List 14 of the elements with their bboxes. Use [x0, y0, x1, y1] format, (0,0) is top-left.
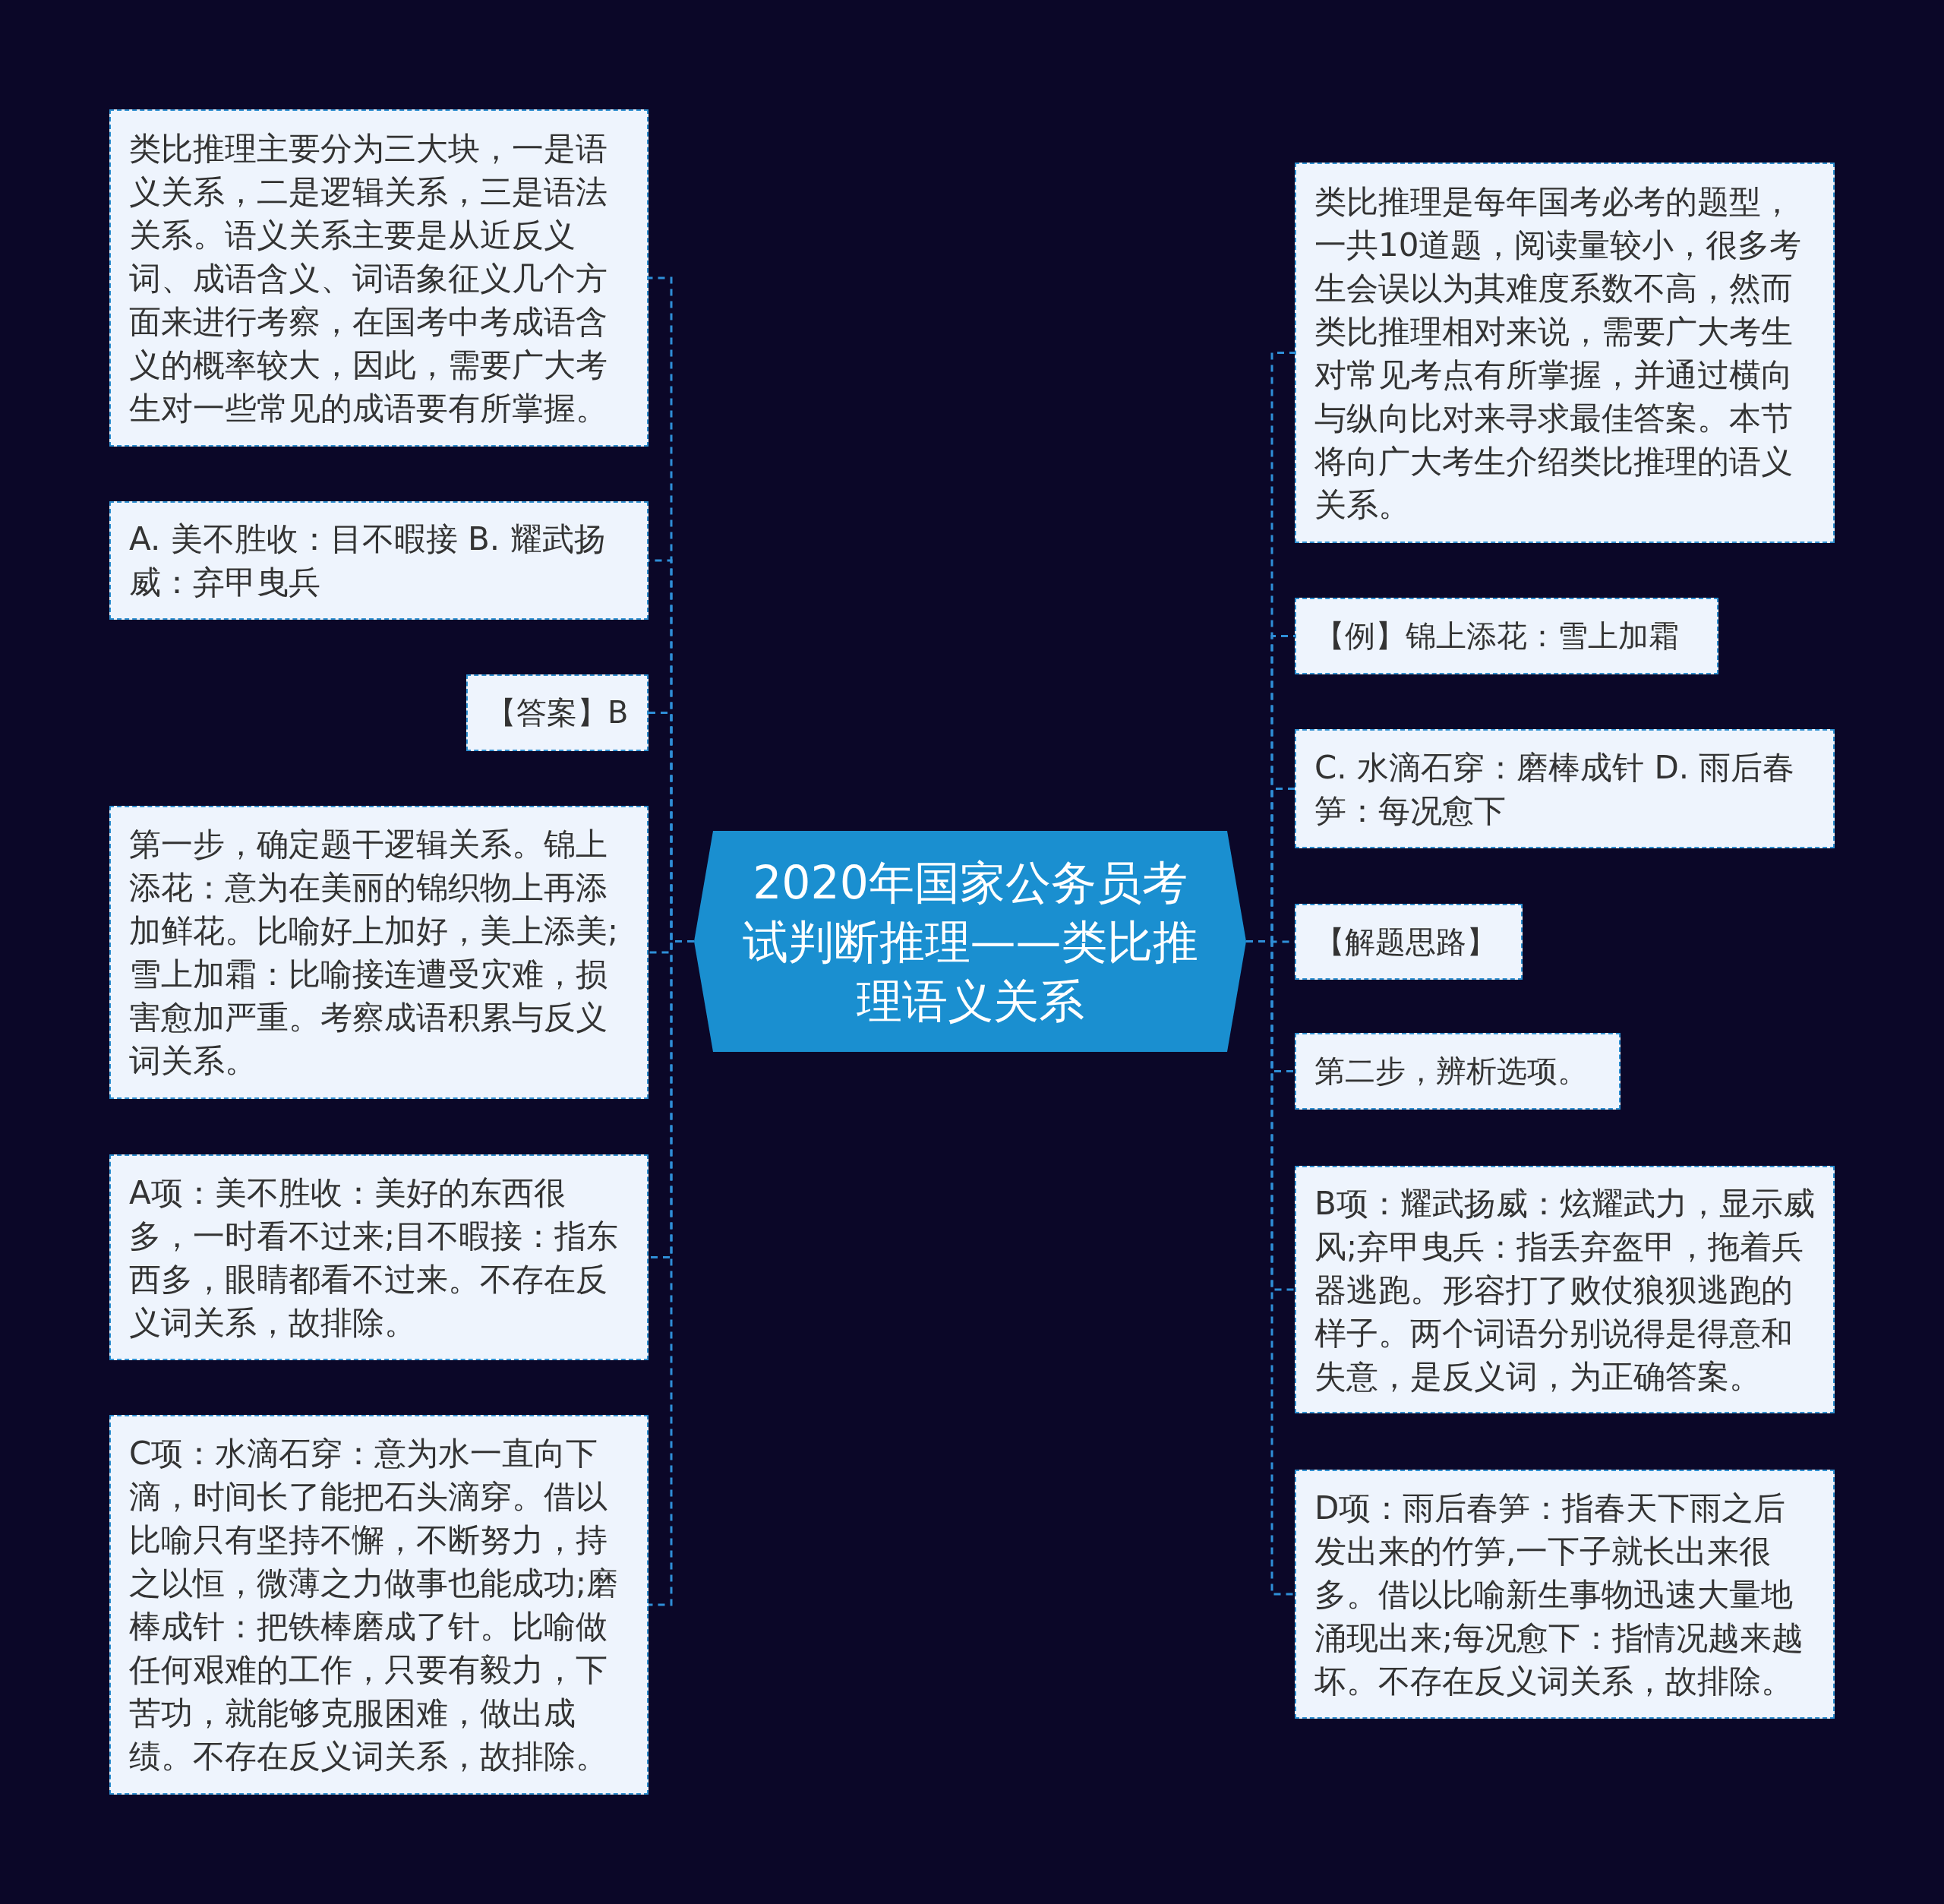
- text-box: 类比推理主要分为三大块，一是语义关系，二是逻辑关系，三是语法关系。语义关系主要是从近反义词、成语含义、词语象征义几个方面来进行考察，在国考中考成语含义的概率较大，因此，需要广大考生对一些常见的成语要有所掌握。: [109, 109, 649, 447]
- text-box: D项：雨后春笋：指春天下雨之后发出来的竹笋,一下子就长出来很多。借以比喻新生事物迅速大量地涌现出来;每况愈下：指情况越来越坏。不存在反义词关系，故排除。: [1295, 1470, 1835, 1719]
- topic-hexagon: 2020年国家公务员考试判断推理——类比推理语义关系: [694, 831, 1246, 1052]
- text-box: C项：水滴石穿：意为水一直向下滴，时间长了能把石头滴穿。借以比喻只有坚持不懈，不断努力，持之以恒，微薄之力做事也能成功;磨棒成针：把铁棒磨成了针。比喻做任何艰难的工作，只要有毅力，下苦功，就能够克服困难，做出成绩。不存在反义词关系，故排除。: [109, 1415, 649, 1795]
- text-box: 第一步，确定题干逻辑关系。锦上添花：意为在美丽的锦织物上再添加鲜花。比喻好上加好，美上添美;雪上加霜：比喻接连遭受灾难，损害愈加严重。考察成语积累与反义词关系。: [109, 806, 649, 1099]
- text-box: 第二步，辨析选项。: [1295, 1033, 1621, 1110]
- text-box: C. 水滴石穿：磨棒成针 D. 雨后春笋：每况愈下: [1295, 729, 1835, 848]
- text-box: 【答案】B: [466, 674, 649, 751]
- text-box: B项：耀武扬威：炫耀武力，显示威风;弃甲曳兵：指丢弃盔甲，拖着兵器逃跑。形容打了败仗狼狈逃跑的样子。两个词语分别说得是得意和失意，是反义词，为正确答案。: [1295, 1166, 1835, 1413]
- text-box: 【例】锦上添花：雪上加霜: [1295, 598, 1718, 674]
- text-box: A. 美不胜收：目不暇接 B. 耀武扬威：弃甲曳兵: [109, 501, 649, 620]
- text-box: 【解题思路】: [1295, 904, 1523, 980]
- text-box: 类比推理是每年国考必考的题型，一共10道题，阅读量较小，很多考生会误以为其难度系数不高，然而类比推理相对来说，需要广大考生对常见考点有所掌握，并通过横向与纵向比对来寻求最佳答案。本节将向广大考生介绍类比推理的语义关系。: [1295, 163, 1835, 543]
- text-box: A项：美不胜收：美好的东西很多，一时看不过来;目不暇接：指东西多，眼睛都看不过来。不存在反义词关系，故排除。: [109, 1154, 649, 1360]
